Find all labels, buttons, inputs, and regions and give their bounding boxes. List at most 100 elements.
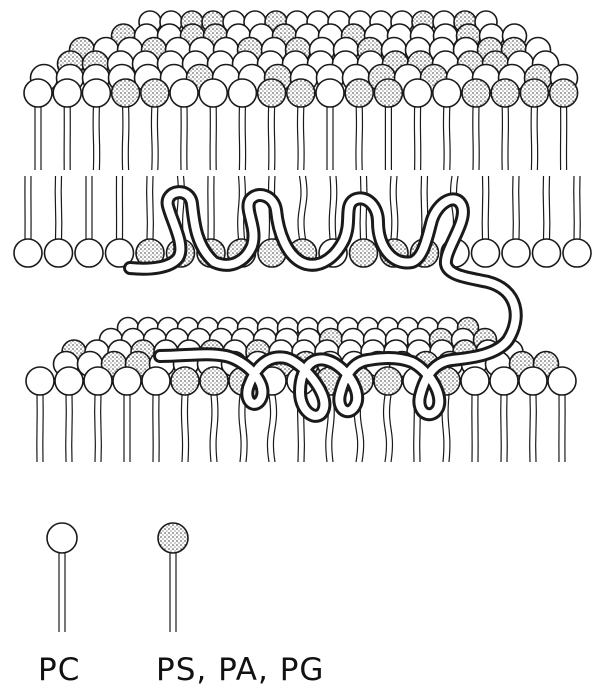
neutral-headgroup xyxy=(502,239,530,267)
lipid-tail xyxy=(390,176,392,239)
lipid-tail xyxy=(530,395,531,462)
acidic-headgroup xyxy=(287,79,315,107)
neutral-headgroup xyxy=(461,367,489,395)
acidic-headgroup xyxy=(258,79,286,107)
lipid-tail xyxy=(580,176,581,239)
lipid-tail xyxy=(356,107,357,170)
lipid-tail xyxy=(61,176,62,239)
lipid-tail xyxy=(519,176,520,239)
lipid-tail xyxy=(304,176,307,239)
lipid-tail xyxy=(448,395,450,462)
lipid-tail xyxy=(122,107,123,170)
lipid-tail xyxy=(443,107,444,170)
lipid-tail xyxy=(216,395,218,462)
neutral-headgroup xyxy=(26,367,54,395)
acidic-headgroup xyxy=(200,367,228,395)
neutral-headgroup xyxy=(548,367,576,395)
neutral-headgroup xyxy=(490,367,518,395)
acidic-headgroup xyxy=(374,367,402,395)
acidic-headgroup xyxy=(171,367,199,395)
lipid-tail xyxy=(153,176,154,239)
lipid-tail xyxy=(482,176,483,239)
neutral-headgroup xyxy=(14,239,42,267)
neutral-headgroup xyxy=(433,79,461,107)
lipid-tail xyxy=(238,176,240,239)
neutral-headgroup xyxy=(24,79,52,107)
lipid-tail xyxy=(303,107,304,170)
neutral-headgroup xyxy=(45,239,73,267)
lipid-tail xyxy=(362,107,363,170)
lipid-tail xyxy=(66,395,67,462)
lipid-tail xyxy=(72,395,73,462)
acidic-headgroup xyxy=(345,79,373,107)
neutral-headgroup xyxy=(75,239,103,267)
lipid-tail xyxy=(449,107,450,170)
lipid-tail xyxy=(239,395,241,462)
neutral-headgroup xyxy=(316,79,344,107)
lipid-tail xyxy=(543,176,544,239)
lipid-tail xyxy=(549,176,550,239)
neutral-headgroup xyxy=(142,367,170,395)
lipid-tail xyxy=(501,395,502,462)
neutral-headgroup xyxy=(170,79,198,107)
lipid-tail xyxy=(99,107,100,170)
neutral-headgroup xyxy=(47,523,77,553)
lipid-tail xyxy=(536,395,537,462)
lipid-tail xyxy=(297,107,298,170)
neutral-headgroup xyxy=(53,79,81,107)
lipid-tail xyxy=(384,395,387,462)
lipid-tail xyxy=(128,107,129,170)
lipid-tail xyxy=(507,395,508,462)
legend-acidic-label: PS, PA, PG xyxy=(156,652,324,688)
lipid-tail xyxy=(531,107,532,170)
lipid-tail xyxy=(390,395,393,462)
acidic-headgroup xyxy=(141,79,169,107)
lipid-tail xyxy=(187,395,188,462)
legend-lipids xyxy=(47,523,188,632)
neutral-headgroup xyxy=(533,239,561,267)
lipid-tail xyxy=(329,176,331,239)
neutral-headgroup xyxy=(228,79,256,107)
lipid-tail xyxy=(95,395,96,462)
neutral-headgroup xyxy=(404,79,432,107)
lipid-tail xyxy=(488,176,489,239)
lipid-tail xyxy=(157,107,158,170)
acidic-headgroup xyxy=(158,523,188,553)
acidic-headgroup xyxy=(350,239,378,267)
lipid-tail xyxy=(298,176,301,239)
neutral-headgroup xyxy=(113,367,141,395)
lipid-tail xyxy=(181,395,182,462)
neutral-headgroup xyxy=(563,239,591,267)
lipid-tail xyxy=(93,107,94,170)
lipid-tail xyxy=(151,107,152,170)
acidic-headgroup xyxy=(374,79,402,107)
lipid-tail xyxy=(508,107,509,170)
lipid-tail xyxy=(502,107,503,170)
lipid-tail xyxy=(421,176,422,239)
lipid-tail xyxy=(267,395,270,462)
acidic-headgroup xyxy=(550,79,578,107)
lipid-tail xyxy=(147,176,148,239)
lipid-tail xyxy=(574,176,575,239)
neutral-headgroup xyxy=(82,79,110,107)
lipid-tail xyxy=(101,395,102,462)
lipid-tail xyxy=(396,176,398,239)
acidic-headgroup xyxy=(112,79,140,107)
lipid-tail xyxy=(210,395,212,462)
lipid-background-rows xyxy=(31,11,578,377)
lipid-tail xyxy=(537,107,538,170)
lipid-tail xyxy=(274,107,275,170)
legend-pc-label: PC xyxy=(38,652,80,688)
neutral-headgroup xyxy=(55,367,83,395)
acidic-headgroup xyxy=(491,79,519,107)
lipid-tail xyxy=(335,176,337,239)
neutral-headgroup xyxy=(472,239,500,267)
lipid-tail xyxy=(268,107,269,170)
neutral-headgroup xyxy=(84,367,112,395)
acidic-headgroup xyxy=(462,79,490,107)
lipid-tail xyxy=(273,395,276,462)
lipid-tail xyxy=(360,176,361,239)
lipid-tail xyxy=(55,176,56,239)
lipid-tail xyxy=(513,176,514,239)
